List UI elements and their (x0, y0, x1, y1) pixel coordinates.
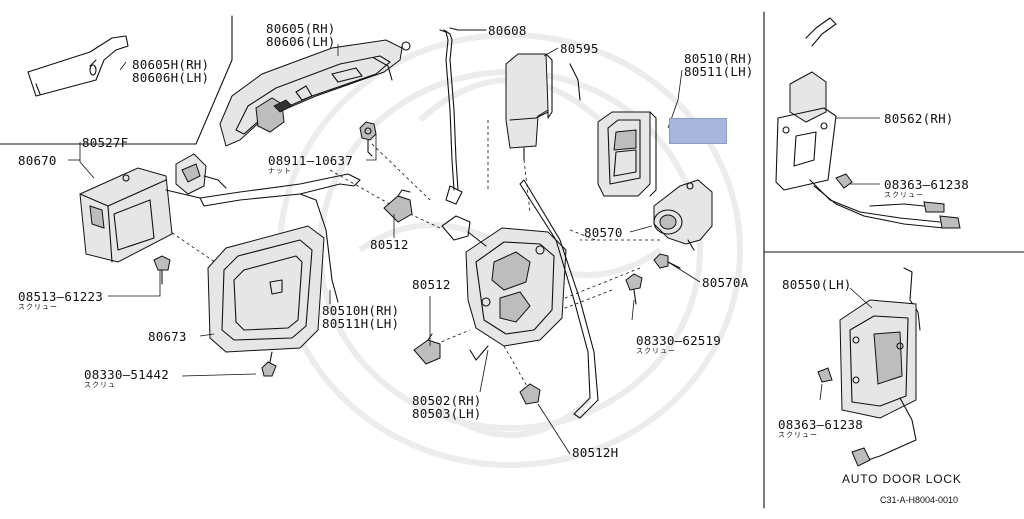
part-80673-escutcheon (207, 225, 325, 353)
label-80527f[interactable]: 80527F (82, 136, 128, 149)
selected-part-highlight[interactable] (669, 118, 727, 144)
label-80562[interactable]: 80562(RH) (884, 112, 954, 125)
part-80550-lock-motor (817, 267, 921, 467)
part-80570a-screw (653, 253, 681, 269)
part-80570-bezel (653, 179, 713, 251)
label-08363-upper-sub: スクリュー (884, 191, 924, 199)
label-08330-62519[interactable]: 08330–62519 スクリュー (636, 334, 721, 355)
label-80512-lower-line1: 80512 (412, 277, 451, 292)
label-80605[interactable]: 80605(RH) 80606(LH) (266, 22, 336, 48)
drawing-code: C31-A-H8004-0010 (880, 495, 959, 505)
label-80605-line2: 80606(LH) (266, 34, 336, 49)
label-08513[interactable]: 08513–61223 スクリュー (18, 290, 103, 311)
label-08513-sub: スクリュー (18, 303, 58, 311)
part-80512-clip-lower (413, 333, 441, 365)
label-80595[interactable]: 80595 (560, 42, 599, 55)
part-80527f-connector (175, 153, 227, 195)
label-80670[interactable]: 80670 (18, 154, 57, 167)
label-08330-51442[interactable]: 08330–51442 スクリュ (84, 368, 169, 389)
label-80570a[interactable]: 80570A (702, 276, 748, 289)
label-80605-line1: 80605(RH) (266, 21, 336, 36)
label-80550[interactable]: 80550(LH) (782, 278, 852, 291)
label-80670-line1: 80670 (18, 153, 57, 168)
label-08330-62519-sub: スクリュー (636, 347, 676, 355)
label-08363-lower-line1: 08363–61238 (778, 417, 863, 432)
label-80502-line1: 80502(RH) (412, 393, 482, 408)
part-80562-lock-motor (775, 17, 961, 229)
label-08330-51442-sub: スクリュ (84, 381, 116, 389)
part-08330-62519-screw (625, 273, 643, 305)
label-80605h[interactable]: 80605H(RH) 80606H(LH) (132, 58, 209, 84)
part-80605-outer-handle (219, 39, 411, 147)
label-80570-line1: 80570 (584, 225, 623, 240)
label-80502-line2: 80503(LH) (412, 406, 482, 421)
part-80510h-rod (199, 173, 361, 303)
part-80512h-rod (519, 63, 599, 419)
label-80512-upper-line1: 80512 (370, 237, 409, 252)
label-80605h-line1: 80605H(RH) (132, 57, 210, 72)
label-08330-62519-line1: 08330–62519 (636, 333, 721, 348)
label-80570a-line1: 80570A (702, 275, 749, 290)
label-08911-sub: ナット (268, 167, 292, 175)
part-80605h-rod (27, 35, 129, 97)
label-80673[interactable]: 80673 (148, 330, 187, 343)
part-80608-rod (439, 27, 487, 205)
part-80512-clip-upper (383, 189, 413, 223)
panel-dividers (0, 11, 1024, 509)
auto-door-lock-caption: AUTO DOOR LOCK (842, 472, 962, 486)
label-80550-line1: 80550(LH) (782, 277, 852, 292)
part-80670-door-lock-actuator (79, 167, 201, 263)
label-80510[interactable]: 80510(RH) 80511(LH) (684, 52, 754, 78)
label-80510h-line1: 80510H(RH) (322, 303, 400, 318)
label-80510h[interactable]: 80510H(RH) 80511H(LH) (322, 304, 399, 330)
label-08330-51442-line1: 08330–51442 (84, 367, 169, 382)
label-80510h-line2: 80511H(LH) (322, 316, 400, 331)
part-80510-inside-handle (597, 111, 657, 197)
label-80512-upper[interactable]: 80512 (370, 238, 409, 251)
label-80510-line1: 80510(RH) (684, 51, 754, 66)
part-80502-door-lock-assembly (441, 215, 567, 361)
label-80502[interactable]: 80502(RH) 80503(LH) (412, 394, 482, 420)
part-80595-lock-knob (505, 53, 553, 161)
label-80605h-line2: 80606H(LH) (132, 70, 210, 85)
label-08363-upper-line1: 08363–61238 (884, 177, 969, 192)
label-80608-line1: 80608 (488, 23, 527, 38)
label-08363-lower[interactable]: 08363–61238 スクリュー (778, 418, 863, 439)
part-08330-51442-screw (261, 351, 277, 377)
label-80608[interactable]: 80608 (488, 24, 527, 37)
label-08363-lower-sub: スクリュー (778, 431, 818, 439)
leader-lines (68, 29, 880, 455)
label-08911-line1: 08911–10637 (268, 153, 353, 168)
label-08363-upper[interactable]: 08363–61238 スクリュー (884, 178, 969, 199)
label-80512-lower[interactable]: 80512 (412, 278, 451, 291)
label-80512h-line1: 80512H (572, 445, 619, 460)
label-80595-line1: 80595 (560, 41, 599, 56)
label-80510-line2: 80511(LH) (684, 64, 754, 79)
label-80512h[interactable]: 80512H (572, 446, 618, 459)
label-80527f-line1: 80527F (82, 135, 129, 150)
label-80570[interactable]: 80570 (584, 226, 623, 239)
label-80673-line1: 80673 (148, 329, 187, 344)
label-08513-line1: 08513–61223 (18, 289, 103, 304)
label-08911[interactable]: 08911–10637 ナット (268, 154, 353, 175)
part-80512h-clip (519, 383, 541, 405)
label-80562-line1: 80562(RH) (884, 111, 954, 126)
part-08513-screw (153, 255, 171, 285)
